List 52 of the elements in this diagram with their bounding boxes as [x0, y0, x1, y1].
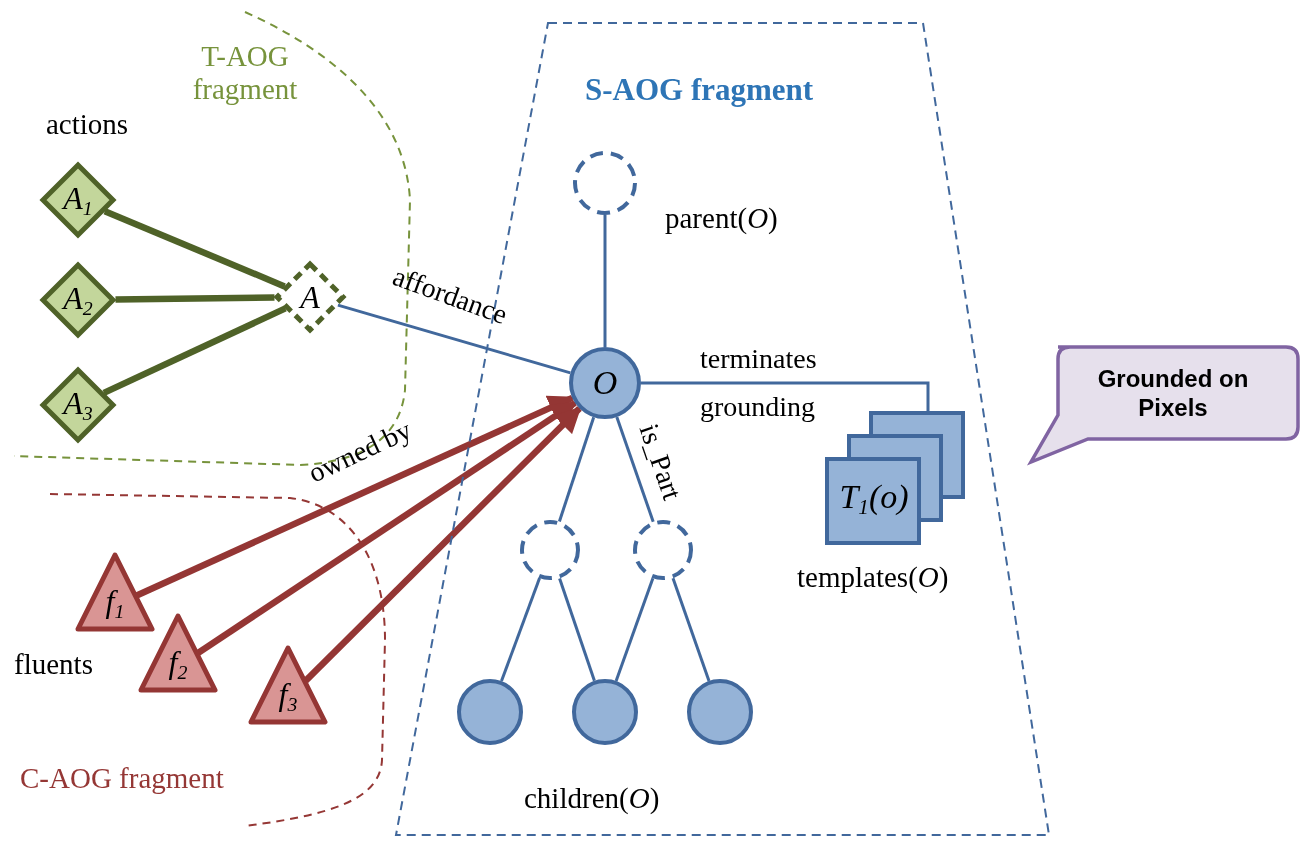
- circle-node: [569, 347, 641, 419]
- node-label: A$_{2}$: [63, 279, 93, 321]
- node-label: f$_{2}$: [168, 643, 188, 685]
- node-label: Grounded on Pixels: [1096, 365, 1250, 423]
- node-label: f$_{3}$: [278, 675, 298, 717]
- connector-line: [102, 305, 287, 396]
- connector-line: [196, 400, 578, 656]
- node-label: T$_{1}$(o): [839, 477, 909, 521]
- triangle-node: [248, 645, 328, 725]
- connector-line: [615, 416, 655, 523]
- diamond-node: [274, 261, 346, 333]
- connector-line: [103, 208, 286, 290]
- diamond-node: [40, 162, 116, 238]
- triangle-node: [138, 613, 218, 693]
- node-label: A: [300, 277, 320, 317]
- circle-node: [573, 151, 637, 215]
- text-label: fluents: [14, 648, 93, 682]
- region-title: S-AOG fragment: [585, 72, 814, 108]
- connector-line: [558, 577, 596, 682]
- connector-line: [135, 394, 575, 599]
- circle-node: [572, 679, 638, 745]
- circle-node: [457, 679, 523, 745]
- connector-line: [557, 416, 596, 522]
- connector-line: [614, 577, 655, 682]
- circle-node: [520, 520, 580, 580]
- circle-node: [687, 679, 753, 745]
- connector-line: [641, 381, 930, 411]
- node-label: O: [592, 362, 618, 403]
- text-label: children(O): [524, 782, 660, 816]
- node-caption: parent(O): [665, 202, 778, 236]
- node-caption: templates(O): [797, 561, 949, 595]
- connector-line: [500, 577, 541, 682]
- circle-node: [633, 520, 693, 580]
- callout-bubble: [1028, 345, 1300, 465]
- connector-line: [337, 303, 571, 375]
- connector-line: [303, 406, 582, 683]
- template-stack: [825, 411, 967, 543]
- text-label: T-AOG fragment: [191, 40, 299, 107]
- node-label: A$_{3}$: [63, 384, 93, 426]
- diamond-node: [40, 367, 116, 443]
- text-label: actions: [46, 108, 129, 142]
- triangle-node: [75, 552, 155, 632]
- connector-line: [603, 215, 607, 347]
- connector-line: [671, 577, 711, 682]
- diamond-node: [40, 262, 116, 338]
- edge-label: is_Part: [632, 420, 688, 504]
- edge-label: terminates grounding: [700, 342, 818, 424]
- node-label: A$_{1}$: [63, 179, 93, 221]
- text-label: C-AOG fragment: [20, 762, 224, 796]
- connector-line: [115, 294, 275, 303]
- node-label: f$_{1}$: [105, 582, 125, 624]
- edge-label: owned by: [303, 414, 417, 490]
